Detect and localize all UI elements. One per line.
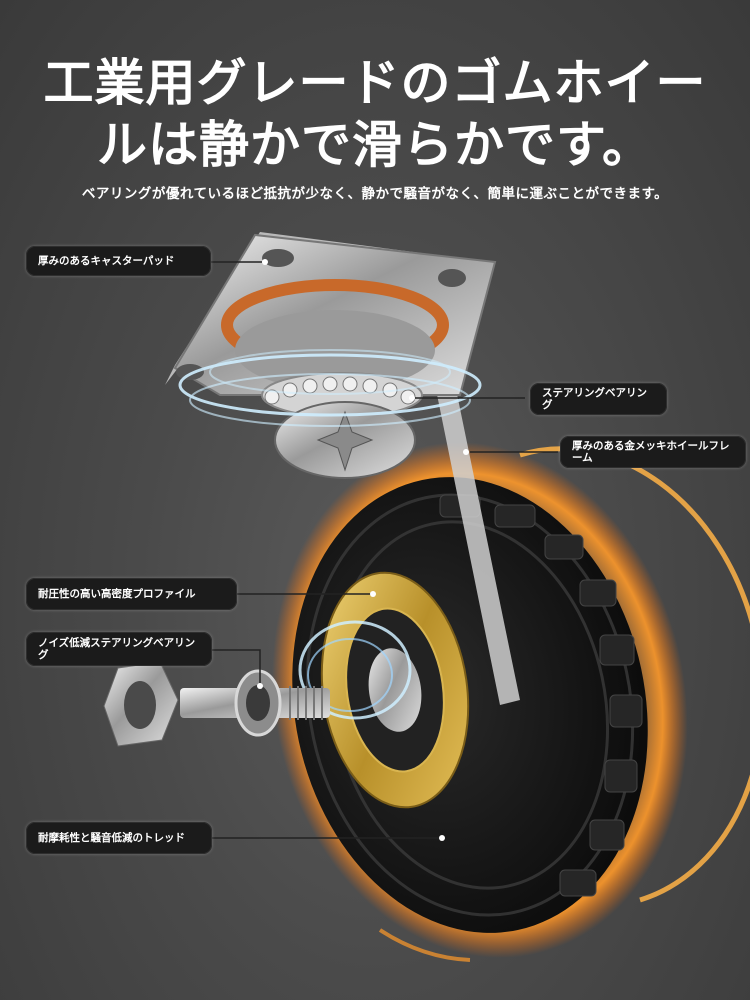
callout-noise-bearing: ノイズ低減ステアリングベアリング (26, 632, 212, 666)
swivel-star (316, 410, 374, 472)
fork-arm (430, 360, 520, 705)
callout-steering-bearing-label: ステアリングベアリング (542, 387, 647, 411)
leader-lines (210, 261, 558, 839)
callout-tread: 耐摩耗性と騒音低減のトレッド (26, 822, 212, 854)
axle-thread (289, 686, 323, 720)
callout-caster-pad: 厚みのあるキャスターパッド (26, 246, 211, 276)
callout-caster-pad-label: 厚みのあるキャスターパッド (38, 255, 175, 267)
headline-line-1: 工業用グレードのゴムホイー (43, 54, 707, 112)
motion-swirl (178, 349, 482, 427)
subheadline: ベアリングが優れているほど抵抗が少なく、静かで騒音がなく、簡単に運ぶことができま… (81, 186, 669, 202)
callout-gold-frame: 厚みのある金メッキホイールフレーム (560, 436, 746, 468)
callout-high-density-profile: 耐圧性の高い高密度プロファイル (26, 578, 237, 610)
callout-high-density-profile-label: 耐圧性の高い高密度プロファイル (38, 588, 196, 600)
callout-steering-bearing: ステアリングベアリング (530, 383, 667, 415)
headline: 工業用グレードのゴムホイー ルは静かで滑らかです。 (0, 52, 750, 176)
callout-gold-frame-label: 厚みのある金メッキホイールフレーム (572, 440, 730, 464)
callout-tread-label: 耐摩耗性と騒音低減のトレッド (38, 832, 185, 844)
callout-noise-bearing-label: ノイズ低減ステアリングベアリング (38, 637, 196, 661)
headline-line-2: ルは静かで滑らかです。 (97, 116, 653, 174)
